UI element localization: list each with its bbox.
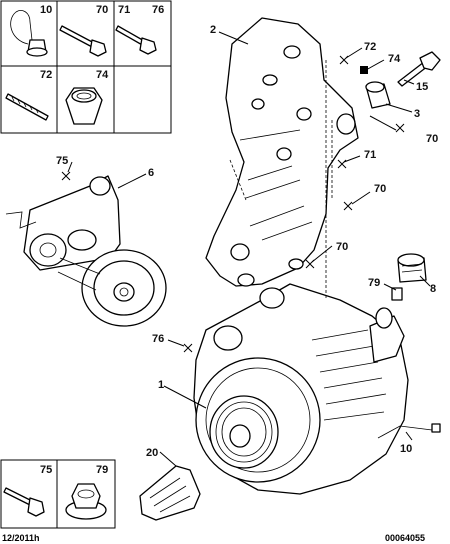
callout-79: 79 xyxy=(368,277,380,289)
callout-1: 1 xyxy=(158,379,164,391)
hex-nut-icon xyxy=(65,87,103,125)
footer-date: 12/2011h xyxy=(2,533,40,543)
flange-bolt-icon xyxy=(59,25,107,57)
flange-bolt-short-icon xyxy=(115,25,157,55)
inset-ref-70: 70 xyxy=(96,4,108,16)
flange-nut-icon xyxy=(65,483,107,520)
callout-74: 74 xyxy=(388,53,401,65)
mounting-bracket xyxy=(205,17,359,287)
callout-72: 72 xyxy=(364,41,376,53)
alternator xyxy=(193,283,441,495)
retaining-clip-icon xyxy=(10,10,48,57)
callout-3: 3 xyxy=(414,108,420,120)
callout-8: 8 xyxy=(430,283,436,295)
footer-code: 00064055 xyxy=(385,533,425,543)
callout-10: 10 xyxy=(400,443,412,455)
stud-icon xyxy=(5,93,49,121)
callout-75: 75 xyxy=(56,155,68,167)
callout-15: 15 xyxy=(416,81,428,93)
bracket-bolt xyxy=(397,51,441,87)
callout-2: 2 xyxy=(210,24,216,36)
leader-lines xyxy=(67,31,431,467)
inset-ref-75: 75 xyxy=(40,464,52,476)
callout-70-b: 70 xyxy=(374,183,386,195)
belt-tensioner xyxy=(5,175,167,327)
flange-bolt-icon xyxy=(3,487,45,517)
hardware-inset-bottom: 75 79 xyxy=(0,459,116,529)
callout-20: 20 xyxy=(146,447,158,459)
callout-70-a: 70 xyxy=(426,133,438,145)
inset-ref-71: 71 xyxy=(118,4,130,16)
hardware-inset-top: 10 70 71 76 72 74 xyxy=(0,0,172,134)
drive-belt xyxy=(139,465,201,521)
inset-ref-10: 10 xyxy=(40,4,52,16)
inset-ref-72: 72 xyxy=(40,69,52,81)
inset-ref-74: 74 xyxy=(96,69,109,81)
callout-76: 76 xyxy=(152,333,164,345)
callout-71: 71 xyxy=(364,149,376,161)
callout-70-c: 70 xyxy=(336,241,348,253)
terminal-nut xyxy=(391,287,403,301)
inset-ref-76: 76 xyxy=(152,4,164,16)
terminal-cap xyxy=(397,253,427,283)
spacer-sleeve xyxy=(365,81,391,109)
callout-labels: 2 72 74 15 3 70 71 70 70 6 75 76 1 79 8 … xyxy=(56,24,438,459)
inset-ref-79: 79 xyxy=(96,464,108,476)
callout-6: 6 xyxy=(148,167,154,179)
